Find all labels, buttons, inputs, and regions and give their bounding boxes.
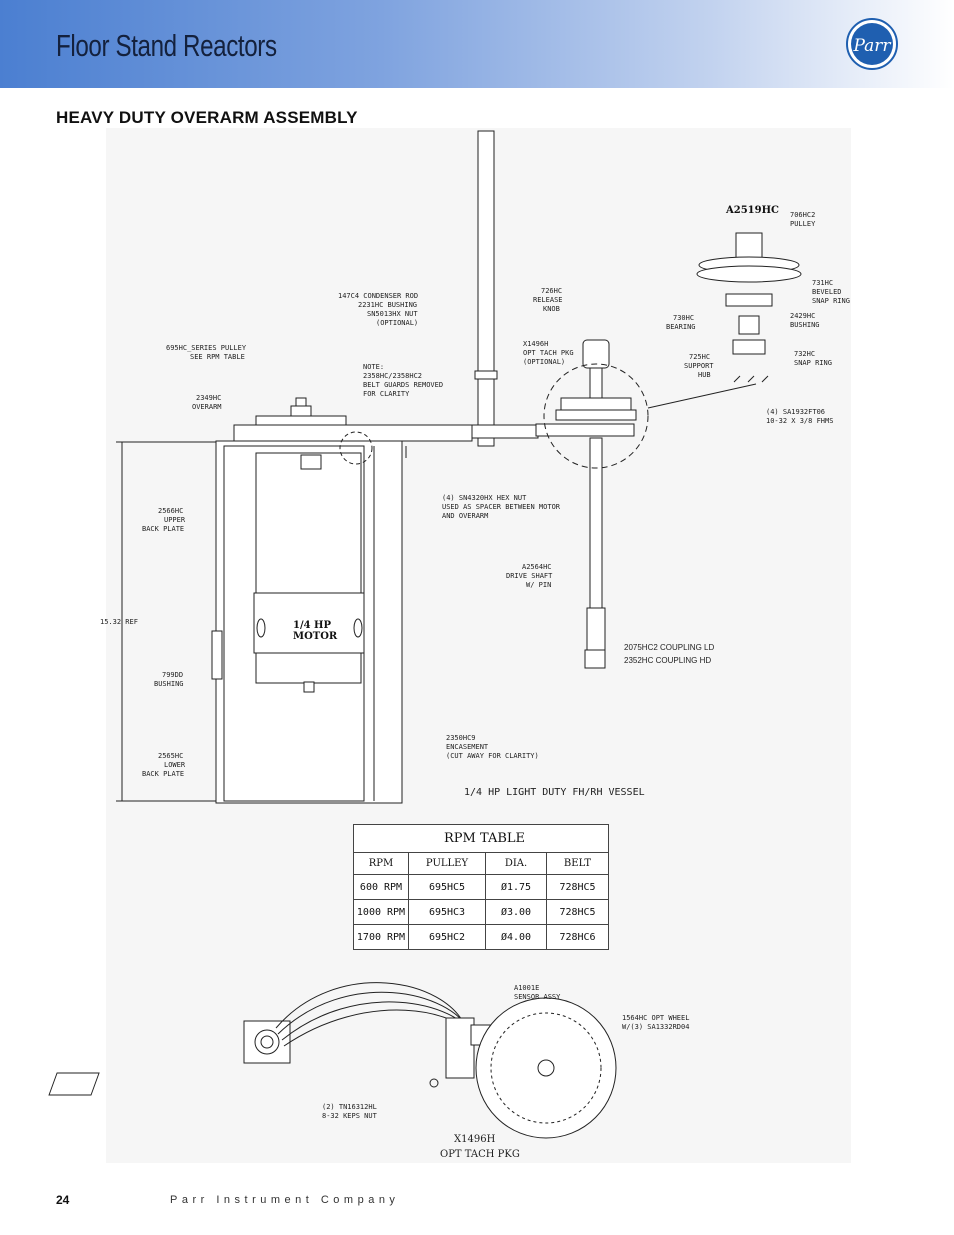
table-row: 600 RPM 695HC5 Ø1.75 728HC5 xyxy=(353,874,609,900)
svg-text:UPPER: UPPER xyxy=(164,516,186,524)
svg-text:(OPTIONAL): (OPTIONAL) xyxy=(523,358,565,366)
page-title: Floor Stand Reactors xyxy=(56,28,277,63)
svg-text:730HC: 730HC xyxy=(673,314,694,322)
svg-text:X1496H: X1496H xyxy=(454,1134,496,1145)
drive-shaft xyxy=(589,437,603,609)
svg-text:SNAP RING: SNAP RING xyxy=(812,297,850,305)
svg-text:RELEASE: RELEASE xyxy=(533,296,563,304)
company-name: Parr Instrument Company xyxy=(170,1194,400,1206)
page-number: 24 xyxy=(56,1193,70,1207)
svg-text:A2564HC: A2564HC xyxy=(522,563,552,571)
svg-text:AND OVERARM: AND OVERARM xyxy=(442,512,488,520)
section-heading: HEAVY DUTY OVERARM ASSEMBLY xyxy=(56,108,358,127)
series-pulley xyxy=(255,415,347,426)
svg-text:1/4 HP LIGHT DUTY FH/RH VESSEL: 1/4 HP LIGHT DUTY FH/RH VESSEL xyxy=(464,787,645,798)
svg-text:2349HC: 2349HC xyxy=(196,394,221,402)
rpm-table: RPM TABLE RPM PULLEY DIA. BELT 600 RPM 6… xyxy=(353,824,609,950)
drawing-canvas: A2519HC 706HC2 PULLEY 731HC BEVELED SNAP… xyxy=(48,130,850,1160)
parr-logo: Parr xyxy=(846,18,898,70)
svg-text:PULLEY: PULLEY xyxy=(790,220,816,228)
svg-text:(CUT AWAY FOR CLARITY): (CUT AWAY FOR CLARITY) xyxy=(446,752,539,760)
svg-text:2231HC BUSHING: 2231HC BUSHING xyxy=(358,301,417,309)
assembly-id: A2519HC xyxy=(725,205,779,216)
detail-circle xyxy=(543,363,649,469)
svg-text:SN5013HX NUT: SN5013HX NUT xyxy=(367,310,418,318)
svg-text:2075HC2 COUPLING LD: 2075HC2 COUPLING LD xyxy=(624,643,714,652)
svg-text:BACK PLATE: BACK PLATE xyxy=(142,770,184,778)
svg-text:BACK PLATE: BACK PLATE xyxy=(142,525,184,533)
svg-text:MOTOR: MOTOR xyxy=(293,631,338,642)
svg-text:726HC: 726HC xyxy=(541,287,562,295)
svg-text:X1496H: X1496H xyxy=(523,340,548,348)
table-row: 1000 RPM 695HC3 Ø3.00 728HC5 xyxy=(353,899,609,925)
sensor-bracket xyxy=(445,1017,475,1079)
col-dia: DIA. xyxy=(485,852,547,875)
col-pulley: PULLEY xyxy=(408,852,486,875)
svg-text:NOTE:: NOTE: xyxy=(363,363,384,371)
svg-text:2352HC COUPLING HD: 2352HC COUPLING HD xyxy=(624,656,711,665)
svg-text:BEARING: BEARING xyxy=(666,323,696,331)
svg-text:BUSHING: BUSHING xyxy=(790,321,820,329)
svg-text:DRIVE SHAFT: DRIVE SHAFT xyxy=(506,572,553,580)
svg-text:732HC: 732HC xyxy=(794,350,815,358)
svg-text:15.32 REF: 15.32 REF xyxy=(100,618,138,626)
col-belt: BELT xyxy=(546,852,609,875)
svg-text:USED AS SPACER BETWEEN MOTOR: USED AS SPACER BETWEEN MOTOR xyxy=(442,503,561,511)
svg-text:2566HC: 2566HC xyxy=(158,507,183,515)
svg-text:731HC: 731HC xyxy=(812,279,833,287)
svg-text:725HC: 725HC xyxy=(689,353,710,361)
svg-text:W/ PIN: W/ PIN xyxy=(526,581,551,589)
svg-text:LOWER: LOWER xyxy=(164,761,186,769)
svg-text:SEE RPM TABLE: SEE RPM TABLE xyxy=(190,353,245,361)
assembly-drawing: A2519HC 706HC2 PULLEY 731HC BEVELED SNAP… xyxy=(48,128,851,1163)
svg-text:KNOB: KNOB xyxy=(543,305,560,313)
svg-text:(4) SN4320HX HEX NUT: (4) SN4320HX HEX NUT xyxy=(442,494,527,502)
overarm xyxy=(233,424,473,442)
svg-text:OPT TACH PKG: OPT TACH PKG xyxy=(440,1149,520,1160)
svg-text:(OPTIONAL): (OPTIONAL) xyxy=(376,319,418,327)
svg-text:OVERARM: OVERARM xyxy=(192,403,222,411)
svg-text:147C4 CONDENSER ROD: 147C4 CONDENSER ROD xyxy=(338,292,418,300)
svg-text:(2) TN16312HL: (2) TN16312HL xyxy=(322,1103,377,1111)
svg-text:2565HC: 2565HC xyxy=(158,752,183,760)
table-row: 1700 RPM 695HC2 Ø4.00 728HC6 xyxy=(353,924,609,950)
svg-text:(4) SA1932FT06: (4) SA1932FT06 xyxy=(766,408,825,416)
svg-text:799DD: 799DD xyxy=(162,671,183,679)
svg-text:695HC_SERIES PULLEY: 695HC_SERIES PULLEY xyxy=(166,344,247,352)
svg-text:1564HC OPT WHEEL: 1564HC OPT WHEEL xyxy=(622,1014,689,1022)
svg-text:W/(3) SA1332RD04: W/(3) SA1332RD04 xyxy=(622,1023,689,1031)
svg-text:OPT TACH PKG: OPT TACH PKG xyxy=(523,349,574,357)
svg-text:8-32 KEPS NUT: 8-32 KEPS NUT xyxy=(322,1112,378,1120)
rpm-table-title: RPM TABLE xyxy=(353,824,609,853)
condenser-rod xyxy=(477,130,495,447)
opt-wheel xyxy=(475,997,617,1139)
svg-text:2358HC/2358HC2: 2358HC/2358HC2 xyxy=(363,372,422,380)
svg-text:2429HC: 2429HC xyxy=(790,312,815,320)
col-rpm: RPM xyxy=(353,852,409,875)
svg-text:A1001E: A1001E xyxy=(514,984,539,992)
svg-text:1/4 HP: 1/4 HP xyxy=(293,620,331,631)
svg-text:FOR CLARITY: FOR CLARITY xyxy=(363,390,410,398)
svg-text:10-32 X 3/8 FHMS: 10-32 X 3/8 FHMS xyxy=(766,417,833,425)
svg-text:ENCASEMENT: ENCASEMENT xyxy=(446,743,489,751)
svg-text:SNAP RING: SNAP RING xyxy=(794,359,832,367)
svg-text:BEVELED: BEVELED xyxy=(812,288,842,296)
svg-text:706HC2: 706HC2 xyxy=(790,211,815,219)
svg-text:BELT GUARDS REMOVED: BELT GUARDS REMOVED xyxy=(363,381,443,389)
coupling xyxy=(584,649,606,669)
svg-text:SUPPORT: SUPPORT xyxy=(684,362,714,370)
svg-text:BUSHING: BUSHING xyxy=(154,680,184,688)
header-band xyxy=(0,0,954,88)
svg-text:SENSOR ASSY: SENSOR ASSY xyxy=(514,993,561,1001)
svg-text:2350HC9: 2350HC9 xyxy=(446,734,476,742)
svg-text:Parr: Parr xyxy=(852,36,891,56)
svg-text:HUB: HUB xyxy=(698,371,711,379)
